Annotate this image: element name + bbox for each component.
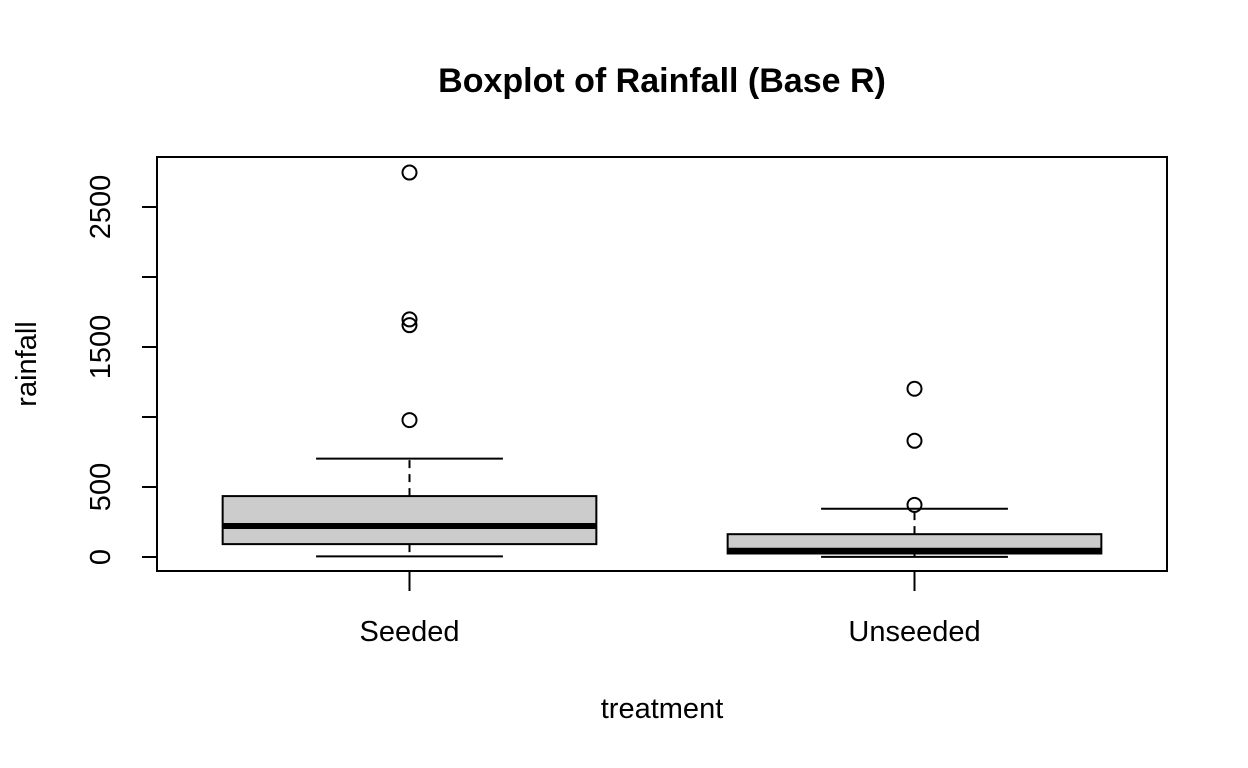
y-tick-label: 500 (85, 463, 117, 511)
outlier-point (401, 164, 418, 181)
chart-title: Boxplot of Rainfall (Base R) (438, 62, 886, 100)
y-axis-label: rainfall (11, 321, 43, 406)
outlier-point (401, 317, 418, 334)
outlier-point (906, 432, 923, 449)
x-tick-label: Seeded (360, 616, 460, 648)
y-tick-label: 1500 (85, 315, 117, 380)
y-tick-label: 2500 (85, 175, 117, 240)
y-axis: 0 500 1500 2500 (85, 175, 158, 565)
box-group-seeded (221, 164, 598, 558)
boxes-layer (221, 164, 1103, 558)
iqr-box (221, 495, 598, 546)
x-axis-label: treatment (601, 693, 724, 725)
x-axis: Seeded Unseeded (360, 571, 981, 648)
box-group-unseeded (726, 380, 1103, 558)
outlier-point (906, 496, 923, 513)
outlier-point (401, 412, 418, 429)
x-tick-label: Unseeded (848, 616, 980, 648)
outlier-point (906, 380, 923, 397)
y-tick-label: 0 (85, 549, 117, 565)
outlier-point (401, 311, 418, 328)
